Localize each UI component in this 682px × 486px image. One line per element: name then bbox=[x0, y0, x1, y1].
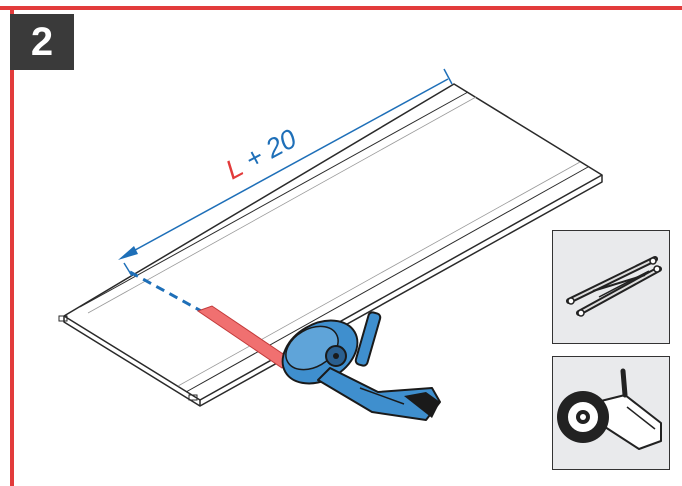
hacksaw-icon bbox=[566, 256, 662, 317]
angle-grinder-in-use-icon bbox=[196, 305, 441, 421]
frame-left-rule bbox=[10, 6, 14, 486]
angle-grinder-tool-box bbox=[552, 356, 670, 470]
profile-strip bbox=[58, 83, 603, 407]
step-number-badge: 2 bbox=[10, 14, 74, 70]
hacksaw-tool-box bbox=[552, 230, 670, 344]
dimension-arrow bbox=[118, 68, 453, 277]
dimension-label: L + 20 bbox=[221, 123, 302, 185]
dimension-suffix: + 20 bbox=[234, 123, 302, 178]
angle-grinder-icon bbox=[557, 368, 662, 450]
frame-top-rule bbox=[0, 6, 682, 10]
